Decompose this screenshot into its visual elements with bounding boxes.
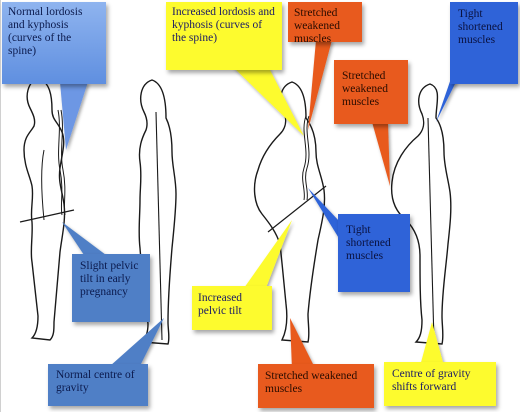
callout-increased-curves: Increased lordosis and kyphosis (curves … — [166, 2, 282, 70]
figure-early-side — [23, 77, 66, 341]
callout-stretched-right: Stretched weakened muscles — [334, 60, 408, 124]
callout-increased-tilt-text: Increased pelvic tilt — [198, 292, 243, 317]
callout-normal-curves-text: Normal lordosis and kyphosis (curves of … — [8, 6, 83, 57]
callout-tight-right-text: Tight shortened muscles — [458, 8, 503, 46]
callout-stretched-bottom-text: Stretched weakened muscles — [265, 370, 358, 395]
callout-tight-middle: Tight shortened muscles — [338, 214, 410, 292]
callout-stretched-right-text: Stretched weakened muscles — [342, 70, 388, 108]
callout-stretched-top: Stretched weakened muscles — [288, 2, 362, 45]
callout-tight-right: Tight shortened muscles — [450, 2, 518, 84]
callout-normal-gravity-text: Normal centre of gravity — [56, 369, 135, 394]
callout-gravity-forward: Centre of gravity shifts forward — [384, 362, 496, 406]
callout-stretched-top-text: Stretched weakened muscles — [294, 7, 340, 45]
callout-increased-curves-text: Increased lordosis and kyphosis (curves … — [172, 6, 275, 44]
callout-pointers — [60, 40, 456, 370]
figure-late-profile — [390, 83, 452, 345]
callout-stretched-bottom: Stretched weakened muscles — [258, 364, 374, 408]
gravity-line-forward — [427, 117, 435, 343]
callout-pelvic-tilt-early-text: Slight pelvic tilt in early pregnancy — [80, 260, 139, 298]
callout-normal-curves: Normal lordosis and kyphosis (curves of … — [2, 2, 106, 84]
figure-late-spine — [302, 115, 310, 201]
pelvic-tilt-line-late — [267, 185, 327, 233]
figure-early-spine — [57, 109, 66, 216]
gravity-line-normal — [155, 111, 163, 341]
callout-gravity-forward-text: Centre of gravity shifts forward — [392, 368, 471, 393]
callout-pelvic-tilt-early: Slight pelvic tilt in early pregnancy — [72, 254, 150, 322]
callout-increased-tilt: Increased pelvic tilt — [192, 286, 272, 330]
callout-tight-middle-text: Tight shortened muscles — [346, 224, 391, 262]
figure-late-side — [253, 81, 326, 343]
callout-normal-gravity: Normal centre of gravity — [48, 364, 148, 406]
pelvic-tilt-line-early — [19, 209, 75, 223]
